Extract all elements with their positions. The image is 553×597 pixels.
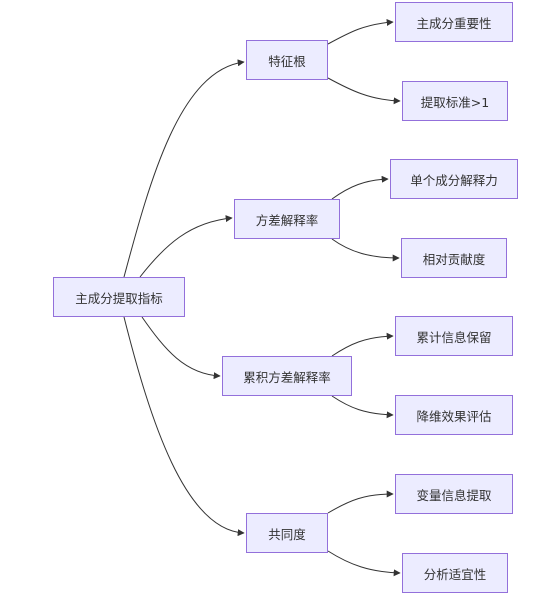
edge-root-to-communality	[123, 316, 245, 537]
edge-cumulative-to-retention	[331, 332, 394, 357]
leaf-node-single-component-power: 单个成分解释力	[390, 159, 518, 199]
group-node-cumulative-variance: 累积方差解释率	[222, 356, 352, 396]
leaf-node-reduction-evaluation: 降维效果评估	[395, 395, 513, 435]
edge-variance-to-single-power	[331, 175, 389, 200]
root-node: 主成分提取指标	[53, 277, 185, 317]
edge-root-to-cumulative-variance	[141, 316, 221, 380]
group-node-eigenvalue: 特征根	[246, 40, 328, 80]
edge-communality-to-variable-info	[327, 490, 394, 514]
leaf-node-extraction-criterion: 提取标准>1	[402, 81, 508, 121]
leaf-node-component-importance: 主成分重要性	[395, 2, 513, 42]
leaf-node-cumulative-retention: 累计信息保留	[395, 316, 513, 356]
edge-eigenvalue-to-criterion	[327, 77, 401, 105]
edge-communality-to-suitability	[327, 550, 401, 577]
edge-cumulative-to-evaluation	[331, 395, 394, 419]
group-node-variance-explained: 方差解释率	[234, 199, 340, 239]
leaf-node-analysis-suitability: 分析适宜性	[402, 553, 508, 593]
edge-variance-to-relative	[331, 238, 400, 262]
edge-root-to-eigenvalue	[123, 59, 245, 278]
edge-eigenvalue-to-importance	[327, 18, 394, 45]
leaf-node-variable-information: 变量信息提取	[395, 474, 513, 514]
leaf-node-relative-contribution: 相对贡献度	[401, 238, 507, 278]
edge-root-to-variance-explained	[139, 215, 233, 278]
group-node-communality: 共同度	[246, 513, 328, 553]
